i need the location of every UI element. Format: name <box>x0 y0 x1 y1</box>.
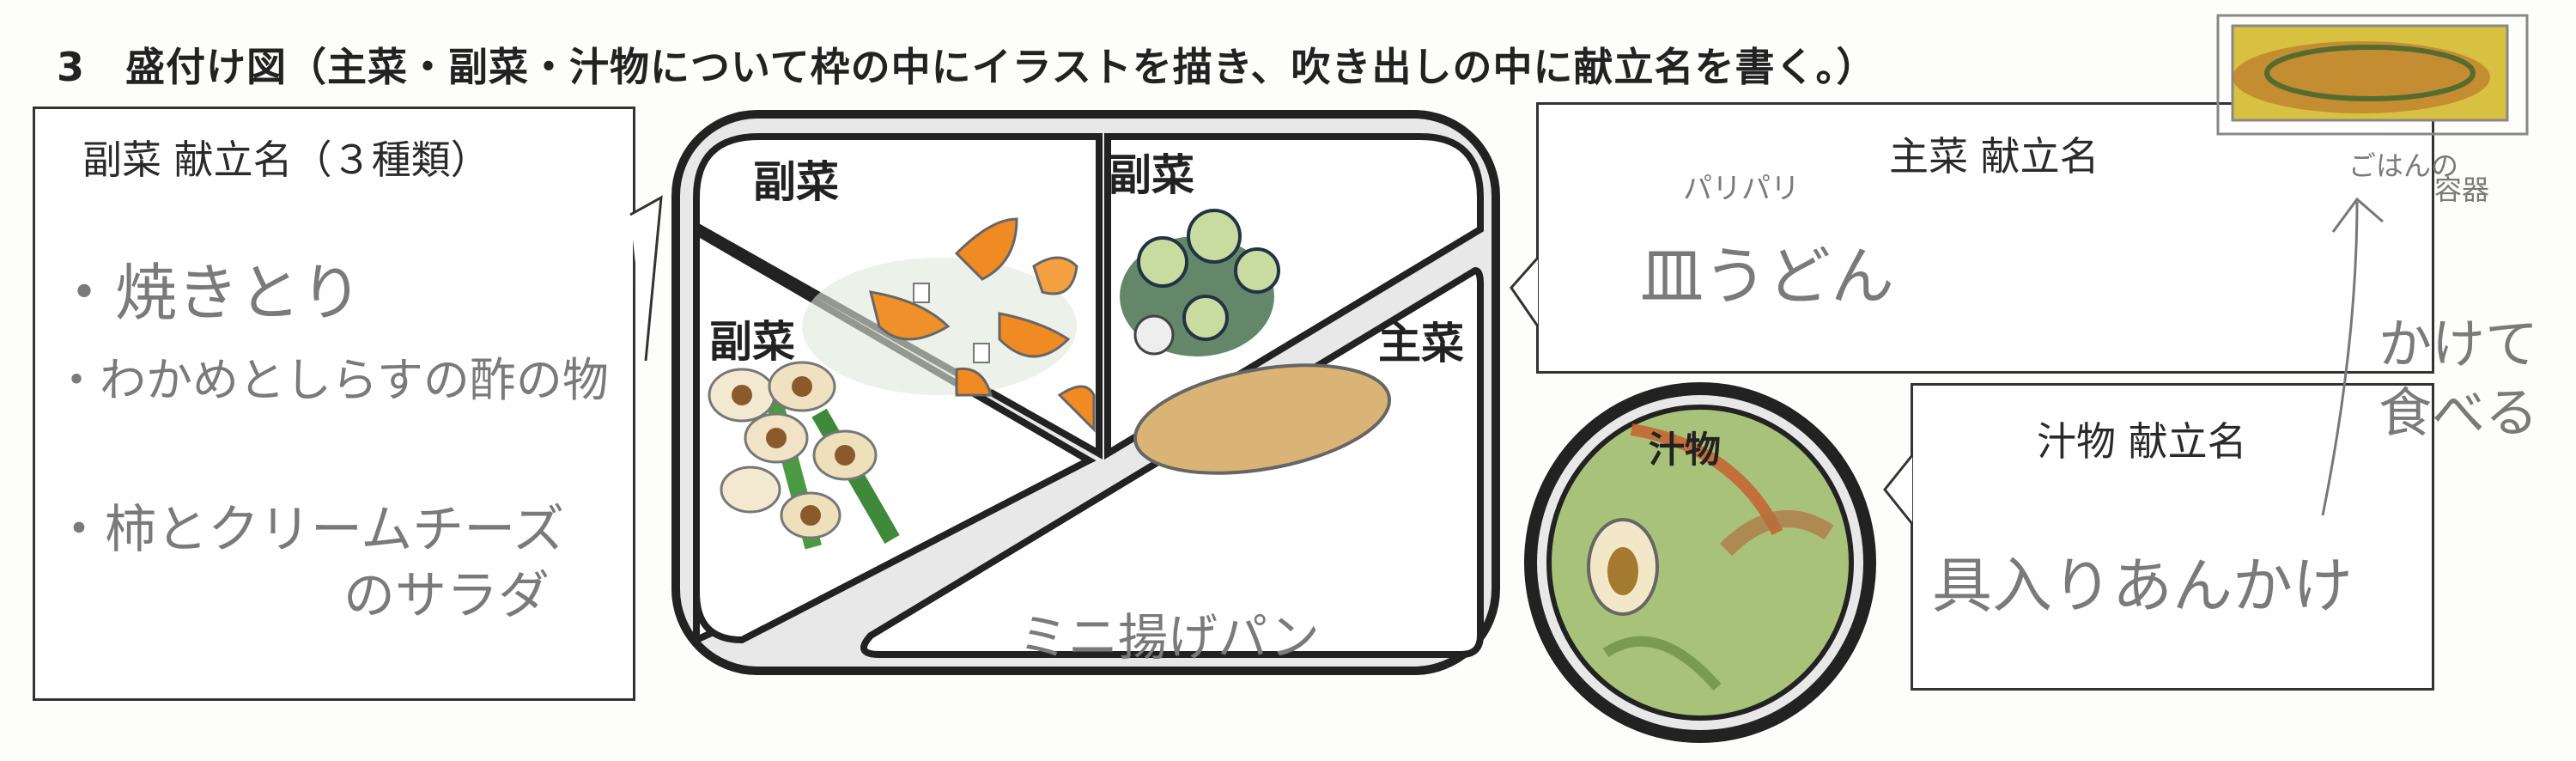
main-dish-ruby: パリパリ <box>1683 172 1800 206</box>
section-title: 3 盛付け図（主菜・副菜・汁物について枠の中にイラストを描き、吹き出しの中に献立… <box>57 44 1877 90</box>
lunch-tray <box>671 110 1500 675</box>
tray-label-side-left: 副菜 <box>709 317 795 367</box>
tray-label-side-top-left: 副菜 <box>753 157 839 207</box>
soup-bowl <box>1524 382 1876 743</box>
side-dish-item: のサラダ <box>343 566 550 626</box>
main-dish-name: 皿うどん <box>1640 240 1894 314</box>
side-dish-item: ・焼きとり <box>53 257 363 329</box>
yakitori-drawing <box>708 361 900 550</box>
arrow-up-icon <box>2321 201 2359 516</box>
soup-bowl-label: 汁物 <box>1649 429 1722 471</box>
rice-note: 食べる <box>2379 381 2539 444</box>
main-dish-heading: 主菜 献立名 <box>1889 133 2099 180</box>
soup-callout-pointer <box>1883 454 1914 525</box>
persimmon-salad-drawing <box>802 217 1096 433</box>
rice-label: ごはんの <box>2348 149 2459 182</box>
side-dish-item: ・わかめとしらすの酢の物 <box>53 353 609 407</box>
soup-heading: 汁物 献立名 <box>2037 418 2247 465</box>
side-dish-item: ・柿とクリームチーズ <box>53 500 565 560</box>
rice-note: かけて <box>2379 313 2539 375</box>
tray-label-main: 主菜 <box>1378 319 1464 368</box>
rice-label: 容器 <box>2434 174 2490 206</box>
side-dish-box <box>33 107 635 701</box>
side-dish-heading: 副菜 献立名（３種類） <box>82 137 490 183</box>
fried-bread-drawing <box>1133 363 1392 475</box>
main-dish-box <box>1536 102 2434 374</box>
rice-container-drawing <box>2216 14 2529 136</box>
soup-box <box>1911 383 2434 691</box>
tray-label-side-top-right: 副菜 <box>1109 150 1194 200</box>
main-callout-pointer <box>1510 257 1540 327</box>
side-callout-pointer <box>629 195 663 362</box>
soup-name: 具入りあんかけ <box>1932 551 2353 621</box>
main-dish-note: ミニ揚げパン <box>1018 608 1320 667</box>
wakame-salad-drawing <box>1120 209 1280 356</box>
